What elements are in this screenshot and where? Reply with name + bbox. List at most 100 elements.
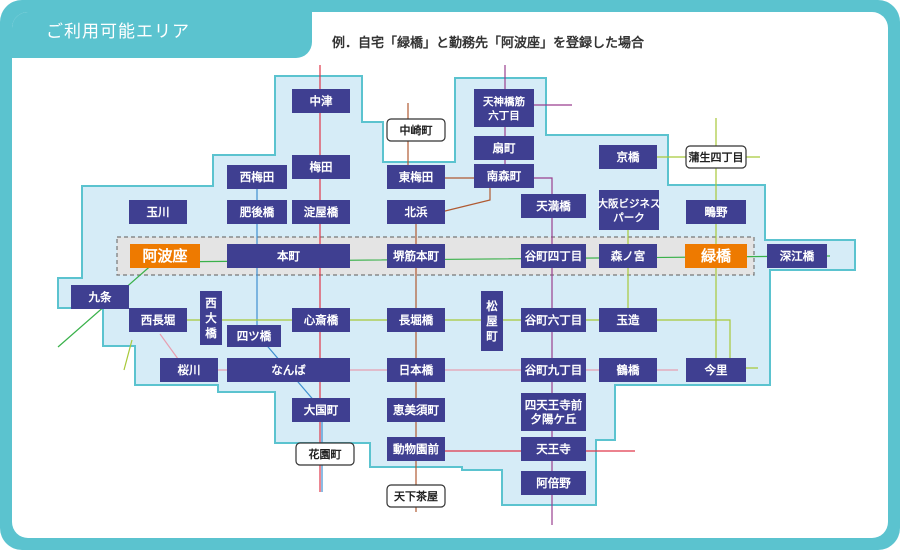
station-temmabashi[interactable]: 天満橋	[521, 194, 586, 218]
station-label: 桜川	[178, 363, 201, 377]
outside-station-box	[685, 145, 747, 169]
outside-station-tengachaya[interactable]: 天下茶屋	[386, 484, 446, 508]
station-box	[599, 358, 657, 382]
station-box	[599, 145, 657, 169]
station-box	[227, 200, 287, 224]
outside-station-hanazonocho[interactable]: 花園町	[295, 442, 355, 466]
station-kujo[interactable]: 九条	[71, 285, 129, 309]
station-label: 梅田	[310, 160, 333, 174]
station-label: 今里	[704, 363, 728, 377]
highlight-midoribashi[interactable]: 緑橋	[685, 244, 747, 268]
station-namba[interactable]: なんば	[227, 358, 350, 382]
station-tamatsukuri[interactable]: 玉造	[599, 308, 657, 332]
station-tennoji[interactable]: 天王寺	[521, 437, 586, 461]
station-morinomiya[interactable]: 森ノ宮	[599, 244, 657, 268]
station-label: 大阪ビジネスパーク	[598, 197, 661, 224]
station-label: 西大橋	[205, 296, 217, 340]
station-tanimachi9[interactable]: 谷町九丁目	[521, 358, 586, 382]
station-label: 南森町	[487, 169, 522, 183]
station-dobutsuenmae[interactable]: 動物園前	[387, 437, 445, 461]
outside-station-box	[295, 442, 355, 466]
station-abeno[interactable]: 阿倍野	[521, 471, 586, 495]
station-matsuyamachi[interactable]: 松屋町	[481, 291, 503, 351]
station-nishiohashi[interactable]: 西大橋	[200, 291, 222, 345]
station-label: 京橋	[617, 150, 640, 164]
station-box	[292, 155, 350, 179]
station-box	[387, 165, 445, 189]
station-label: 恵美須町	[393, 403, 439, 417]
station-label: 淀屋橋	[304, 205, 339, 219]
service-area	[57, 75, 856, 506]
station-daikokucho[interactable]: 大国町	[292, 398, 350, 422]
station-label: 鴫野	[705, 205, 728, 219]
station-nipponbashi[interactable]: 日本橋	[387, 358, 445, 382]
station-box	[521, 358, 586, 382]
station-label: 中津	[310, 94, 333, 108]
station-hommachi[interactable]: 本町	[227, 244, 350, 268]
station-label: 玉造	[617, 313, 640, 327]
station-tenjinbashisuji[interactable]: 天神橋筋六丁目	[474, 89, 534, 127]
station-minamimorimachi[interactable]: 南森町	[474, 164, 534, 188]
station-label: 日本橋	[399, 363, 434, 377]
station-yodoyabashi[interactable]: 淀屋橋	[292, 200, 350, 224]
station-fukaebashi[interactable]: 深江橋	[767, 244, 827, 268]
station-sakuragawa[interactable]: 桜川	[160, 358, 218, 382]
station-nishinagahori[interactable]: 西長堀	[129, 308, 187, 332]
station-box	[521, 194, 586, 218]
station-box	[129, 308, 187, 332]
station-shigino[interactable]: 鴫野	[686, 200, 746, 224]
station-box	[521, 437, 586, 461]
example-caption: 例．自宅「緑橋」と勤務先「阿波座」を登録した場合	[332, 36, 645, 51]
outside-station-box	[386, 484, 446, 508]
station-box	[227, 165, 287, 189]
station-shinsaibashi[interactable]: 心斎橋	[292, 308, 350, 332]
station-obp[interactable]: 大阪ビジネスパーク	[598, 190, 661, 230]
station-box	[292, 89, 350, 113]
station-kyobashi[interactable]: 京橋	[599, 145, 657, 169]
station-label-awaza: 阿波座	[142, 247, 187, 265]
station-label: 谷町四丁目	[525, 249, 583, 263]
station-higashiumeda[interactable]: 東梅田	[387, 165, 445, 189]
station-label: 動物園前	[393, 442, 439, 456]
station-imazato[interactable]: 今里	[686, 358, 746, 382]
outside-station-nakazakicho[interactable]: 中崎町	[386, 118, 446, 142]
area-title: ご利用可能エリア	[46, 22, 190, 42]
station-umeda[interactable]: 梅田	[292, 155, 350, 179]
station-box	[292, 398, 350, 422]
station-box	[599, 308, 657, 332]
station-box	[387, 358, 445, 382]
station-tsuruhashi[interactable]: 鶴橋	[599, 358, 657, 382]
station-nishiumeda[interactable]: 西梅田	[227, 165, 287, 189]
station-label: 玉川	[147, 205, 170, 219]
station-tamagawa[interactable]: 玉川	[129, 200, 187, 224]
title-tab: ご利用可能エリア	[12, 12, 312, 58]
outside-station-box	[386, 118, 446, 142]
station-label: 深江橋	[780, 249, 815, 263]
station-label: 堺筋本町	[393, 249, 439, 263]
station-tanimachi6[interactable]: 谷町六丁目	[521, 308, 586, 332]
station-tanimachi4[interactable]: 谷町四丁目	[521, 244, 586, 268]
station-ogimachi[interactable]: 扇町	[474, 136, 534, 160]
outside-station-gamo4[interactable]: 蒲生四丁目	[685, 145, 747, 169]
station-label: 阿倍野	[536, 476, 571, 490]
outside-station-label: 蒲生四丁目	[689, 150, 744, 164]
station-nagahoribashi[interactable]: 長堀橋	[387, 308, 445, 332]
station-label: 谷町六丁目	[525, 313, 583, 327]
highlight-awaza[interactable]: 阿波座	[130, 244, 200, 268]
station-ebisucho[interactable]: 恵美須町	[387, 398, 445, 422]
station-yotsubashi[interactable]: 四ツ橋	[227, 325, 281, 347]
station-higobashi[interactable]: 肥後橋	[227, 200, 287, 224]
station-label: 北浜	[405, 205, 428, 219]
station-shitennojimae[interactable]: 四天王寺前夕陽ケ丘	[521, 393, 586, 431]
station-box	[227, 325, 281, 347]
station-label: 東梅田	[399, 170, 434, 184]
station-nakatsu[interactable]: 中津	[292, 89, 350, 113]
station-label: 大国町	[304, 403, 339, 417]
station-sakaisujihommachi[interactable]: 堺筋本町	[387, 244, 445, 268]
station-kitahama[interactable]: 北浜	[387, 200, 445, 224]
stations: 中津 天神橋筋六丁目梅田西梅田 東梅田 南森町 扇町京橋玉川 肥後橋 淀屋橋 北浜 天満橋大阪ビ…	[71, 89, 827, 495]
line-nagahori-end	[123, 339, 133, 371]
station-label: 西梅田	[240, 170, 275, 184]
station-box	[474, 89, 534, 127]
